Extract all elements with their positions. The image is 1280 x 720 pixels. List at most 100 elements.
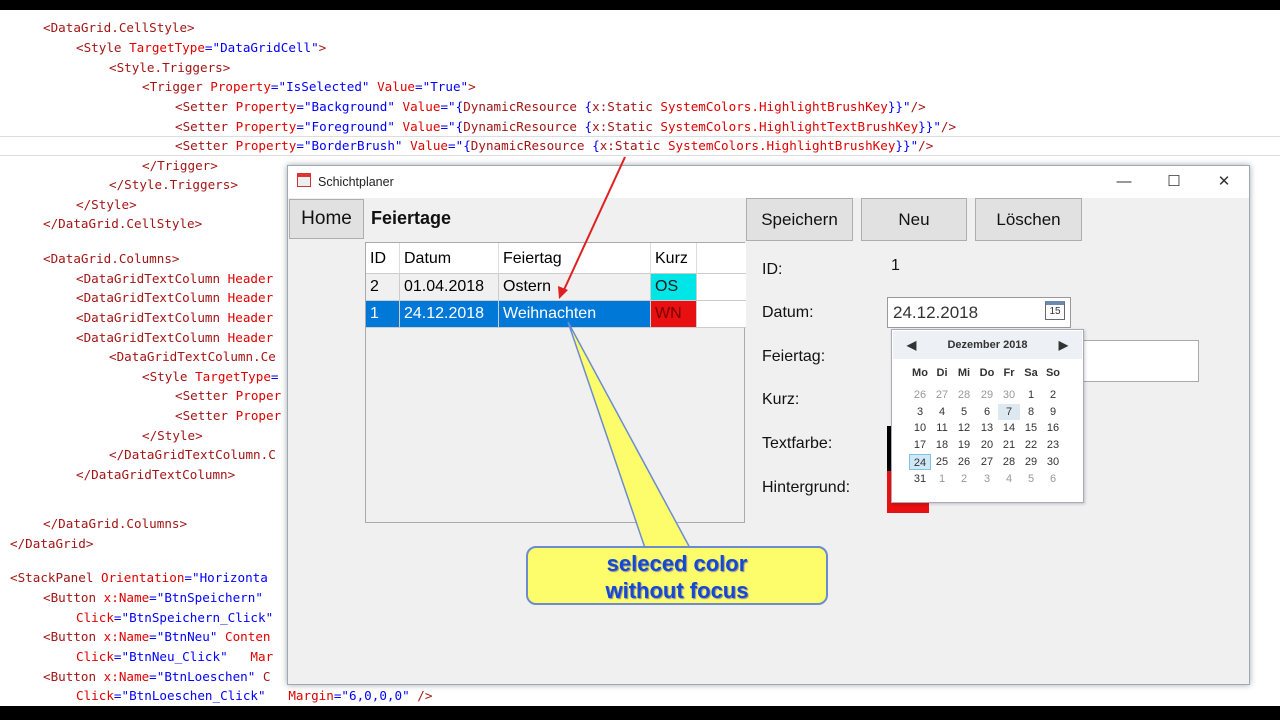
- cell-id[interactable]: 2: [366, 274, 400, 301]
- code-line[interactable]: <Style TargetType="DataGridCell">: [76, 38, 326, 57]
- code-line[interactable]: <Style.Triggers>: [109, 58, 230, 77]
- code-line[interactable]: </DataGridTextColumn>: [76, 465, 235, 484]
- header-datum[interactable]: Datum: [400, 243, 499, 274]
- calendar-day[interactable]: 20: [980, 439, 994, 452]
- calendar-day[interactable]: 11: [936, 422, 948, 435]
- calendar-day[interactable]: 22: [1024, 439, 1038, 452]
- code-line[interactable]: </DataGridTextColumn.C: [109, 445, 276, 464]
- code-line[interactable]: <DataGrid.CellStyle>: [43, 18, 195, 37]
- code-line[interactable]: <StackPanel Orientation="Horizonta: [10, 568, 268, 587]
- calendar-day[interactable]: 1: [1027, 389, 1035, 401]
- save-button[interactable]: Speichern: [746, 198, 853, 241]
- calendar-day[interactable]: 29: [1024, 455, 1038, 468]
- minimize-button[interactable]: —: [1116, 173, 1132, 190]
- calendar-day[interactable]: 5: [960, 405, 968, 418]
- header-feiertag[interactable]: Feiertag: [499, 243, 651, 274]
- calendar-day[interactable]: 4: [938, 405, 946, 418]
- calendar-day[interactable]: 28: [1002, 455, 1016, 468]
- calendar-day[interactable]: 7: [998, 403, 1020, 420]
- calendar-day[interactable]: 30: [1046, 455, 1060, 468]
- calendar-day[interactable]: 18: [935, 439, 949, 452]
- code-line[interactable]: <Button x:Name="BtnSpeichern": [43, 588, 263, 607]
- code-line[interactable]: <DataGridTextColumn Header: [76, 328, 273, 347]
- cell-kurz[interactable]: OS: [651, 274, 697, 301]
- calendar-day[interactable]: 6: [1049, 472, 1057, 485]
- code-line[interactable]: <Style TargetType=: [142, 367, 279, 386]
- code-line[interactable]: </Style>: [76, 195, 137, 214]
- calendar-day[interactable]: 16: [1046, 422, 1060, 435]
- calendar-day[interactable]: 2: [960, 472, 968, 485]
- calendar-day[interactable]: 14: [1002, 422, 1016, 435]
- calendar-day[interactable]: 24: [909, 453, 931, 470]
- delete-button[interactable]: Löschen: [975, 198, 1082, 241]
- calendar-day[interactable]: 15: [1024, 422, 1038, 435]
- calendar-day[interactable]: 3: [916, 405, 924, 418]
- code-line[interactable]: <DataGridTextColumn Header: [76, 308, 273, 327]
- cell-datum[interactable]: 24.12.2018: [400, 301, 499, 328]
- code-line[interactable]: </DataGrid.Columns>: [43, 514, 187, 533]
- header-id[interactable]: ID: [366, 243, 400, 274]
- calendar-day[interactable]: 17: [913, 439, 927, 452]
- calendar-day[interactable]: 3: [983, 472, 991, 485]
- code-line[interactable]: Click="BtnSpeichern_Click": [76, 608, 273, 627]
- calendar-day[interactable]: 30: [1002, 389, 1016, 401]
- header-kurz[interactable]: Kurz: [651, 243, 697, 274]
- cell-id[interactable]: 1: [366, 301, 400, 328]
- maximize-button[interactable]: ☐: [1167, 173, 1181, 190]
- title-bar[interactable]: Schichtplaner — ☐ ✕: [288, 166, 1249, 198]
- calendar-day[interactable]: 27: [980, 455, 994, 468]
- textfarbe-color-swatch[interactable]: [887, 426, 891, 471]
- new-button[interactable]: Neu: [861, 198, 967, 241]
- code-line[interactable]: <Setter Property="BorderBrush" Value="{D…: [175, 136, 933, 155]
- code-line[interactable]: Click="BtnNeu_Click" Mar: [76, 647, 273, 666]
- code-line[interactable]: <DataGridTextColumn Header: [76, 288, 273, 307]
- code-line[interactable]: </Trigger>: [142, 156, 218, 175]
- calendar-day[interactable]: 12: [957, 422, 971, 435]
- code-line[interactable]: Click="BtnLoeschen_Click" Margin="6,0,0,…: [76, 686, 432, 705]
- calendar-day[interactable]: 23: [1046, 439, 1060, 452]
- code-line[interactable]: <Button x:Name="BtnLoeschen" C: [43, 667, 271, 686]
- cell-filler[interactable]: [697, 301, 746, 328]
- calendar-day[interactable]: 21: [1002, 439, 1016, 452]
- code-line[interactable]: <DataGrid.Columns>: [43, 249, 179, 268]
- calendar-day[interactable]: 10: [913, 422, 927, 435]
- code-line[interactable]: <DataGridTextColumn.Ce: [109, 347, 276, 366]
- calendar-day[interactable]: 9: [1049, 405, 1057, 418]
- code-line[interactable]: </DataGrid.CellStyle>: [43, 214, 202, 233]
- prev-month-arrow-icon[interactable]: ◀: [907, 338, 917, 352]
- cell-kurz[interactable]: WN: [651, 301, 697, 328]
- code-line[interactable]: </DataGrid>: [10, 534, 93, 553]
- calendar-day[interactable]: 27: [935, 389, 949, 401]
- cell-feiertag[interactable]: Weihnachten: [499, 301, 651, 328]
- code-line[interactable]: </Style>: [142, 426, 203, 445]
- calendar-day[interactable]: 26: [913, 389, 927, 401]
- calendar-day[interactable]: 4: [1005, 472, 1013, 485]
- calendar-day[interactable]: 13: [980, 422, 994, 435]
- calendar-day[interactable]: 28: [957, 389, 971, 401]
- cell-filler[interactable]: [697, 274, 746, 301]
- code-line[interactable]: <Trigger Property="IsSelected" Value="Tr…: [142, 77, 476, 96]
- code-line[interactable]: <DataGridTextColumn Header: [76, 269, 273, 288]
- calendar-day[interactable]: 2: [1049, 389, 1057, 401]
- code-line[interactable]: <Button x:Name="BtnNeu" Conten: [43, 627, 271, 646]
- calendar-day[interactable]: 29: [980, 389, 994, 401]
- calendar-day[interactable]: 31: [913, 472, 927, 485]
- calendar-day[interactable]: 6: [983, 405, 991, 418]
- calendar-day[interactable]: 8: [1027, 405, 1035, 418]
- close-button[interactable]: ✕: [1217, 173, 1231, 190]
- code-line[interactable]: <Setter Proper: [175, 386, 281, 405]
- feiertag-input[interactable]: [1068, 340, 1199, 382]
- next-month-arrow-icon[interactable]: ▶: [1058, 338, 1068, 352]
- cell-datum[interactable]: 01.04.2018: [400, 274, 499, 301]
- date-picker[interactable]: 24.12.2018 15: [887, 297, 1071, 328]
- calendar-day[interactable]: 19: [957, 439, 971, 452]
- calendar-day[interactable]: 25: [935, 455, 949, 468]
- calendar-icon[interactable]: 15: [1045, 301, 1065, 320]
- calendar-day[interactable]: 26: [957, 455, 971, 468]
- code-line[interactable]: <Setter Property="Background" Value="{Dy…: [175, 97, 926, 116]
- code-line[interactable]: </Style.Triggers>: [109, 175, 238, 194]
